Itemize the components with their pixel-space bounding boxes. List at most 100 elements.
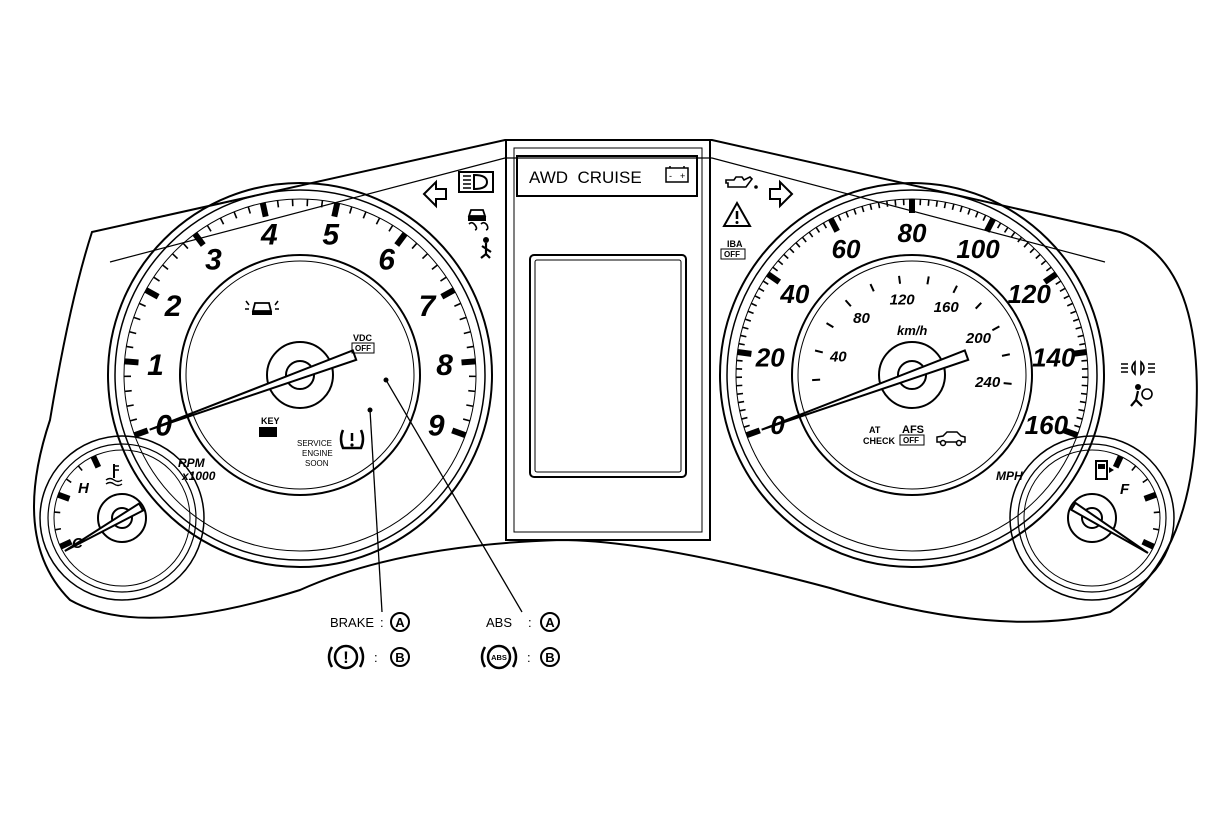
- svg-text:AFS: AFS: [902, 424, 924, 436]
- svg-text:OFF: OFF: [724, 250, 740, 259]
- speed-tick: [885, 200, 889, 207]
- seatbelt-icon: [480, 237, 492, 259]
- speed-tick: [750, 302, 758, 307]
- tach-tick: [466, 404, 474, 408]
- battery-icon: - +: [665, 166, 689, 183]
- tach-tick: [375, 217, 381, 225]
- svg-text:ABS: ABS: [491, 653, 507, 662]
- abs-leader-line: [385, 379, 523, 613]
- fuel-tick: [1143, 491, 1157, 502]
- speed-tick: [822, 222, 828, 229]
- mph-number: 80: [898, 218, 927, 248]
- speed-tick: [974, 211, 979, 218]
- mph-number: 40: [779, 279, 809, 309]
- temp-hot-label: H: [78, 480, 90, 497]
- brake-callout: BRAKE : A ! : B: [327, 612, 410, 670]
- kmh-tick: [974, 302, 982, 310]
- speed-tick: [1078, 408, 1085, 412]
- mph-number: 20: [755, 342, 785, 372]
- speed-tick: [894, 199, 897, 206]
- tach-tick: [451, 427, 467, 439]
- iba-off-indicator: IBA OFF: [720, 239, 746, 260]
- center-display-panel: AWD CRUISE - +: [505, 139, 711, 541]
- svg-text::: :: [528, 615, 532, 630]
- afs-off-indicator: AFS OFF: [899, 424, 925, 446]
- tach-tick: [171, 253, 179, 260]
- speed-tick: [1035, 253, 1041, 260]
- speed-tick: [1063, 427, 1079, 439]
- tach-tick: [206, 224, 212, 232]
- speed-tick: [740, 334, 747, 338]
- top-display-window: [516, 155, 698, 197]
- tach-tick: [454, 302, 462, 307]
- speedo-hub: [878, 341, 946, 409]
- tach-tick: [468, 389, 476, 393]
- speed-tick: [772, 266, 779, 272]
- svg-text:OFF: OFF: [903, 436, 919, 445]
- temp-tick: [57, 491, 71, 502]
- tach-tick: [144, 287, 160, 300]
- speed-tick: [927, 199, 930, 206]
- speed-tick: [869, 203, 873, 211]
- tach-number: 6: [378, 244, 395, 277]
- kmh-number: 80: [853, 310, 870, 327]
- tach-tick: [440, 276, 447, 282]
- svg-text:+: +: [680, 171, 685, 181]
- tach-tick: [133, 427, 149, 439]
- tach-number: 1: [147, 349, 164, 382]
- at-check-indicator: AT CHECK: [863, 425, 896, 446]
- fuel-tick: [1131, 465, 1137, 472]
- tire-pressure-icon: [339, 429, 365, 450]
- tach-tick: [129, 418, 138, 422]
- service-engine-soon-indicator: SERVICE ENGINE SOON: [297, 439, 333, 468]
- kmh-tick: [826, 322, 834, 329]
- brake-marker-a: A: [395, 615, 405, 630]
- speed-tick: [1023, 242, 1029, 248]
- speed-tick: [754, 295, 761, 300]
- speed-tick: [951, 203, 955, 211]
- tach-tick: [440, 287, 456, 300]
- temperature-needle: [64, 502, 145, 552]
- speed-tick: [766, 271, 782, 285]
- speedometer-needle: [761, 349, 970, 431]
- kmh-number: 240: [974, 374, 1001, 391]
- tach-number: 0: [155, 410, 172, 443]
- mph-unit-label: MPH: [996, 469, 1023, 483]
- svg-text:OFF: OFF: [355, 344, 371, 353]
- speed-tick: [1072, 349, 1087, 357]
- speed-tick: [845, 211, 850, 218]
- svg-text:VDC: VDC: [353, 333, 373, 343]
- tach-tick: [276, 200, 280, 208]
- tach-number: 3: [205, 244, 222, 277]
- tach-number: 8: [436, 349, 453, 382]
- speed-tick: [967, 208, 971, 215]
- speed-tick: [996, 222, 1002, 229]
- fuel-gauge: F: [1009, 435, 1175, 601]
- speed-tick: [1042, 271, 1058, 285]
- kmh-number: 40: [829, 348, 847, 365]
- brake-leader-line: [369, 409, 383, 613]
- tach-tick: [331, 202, 341, 218]
- tach-tick: [362, 211, 367, 219]
- speed-tick: [935, 200, 939, 207]
- tach-tick: [463, 330, 471, 335]
- svg-text:KEY: KEY: [261, 416, 280, 426]
- tach-tick: [126, 345, 134, 349]
- speed-tick: [837, 214, 842, 221]
- mph-number: 120: [1007, 279, 1051, 309]
- speed-tick: [789, 247, 795, 254]
- kmh-tick: [991, 325, 1000, 332]
- svg-text:SERVICE: SERVICE: [297, 439, 332, 448]
- tach-number: 2: [164, 290, 182, 323]
- speed-tick: [984, 217, 996, 233]
- tach-tick: [138, 302, 146, 307]
- tach-tick: [133, 316, 141, 321]
- speed-tick: [1070, 310, 1077, 315]
- tach-tick: [233, 211, 238, 219]
- speed-tick: [1059, 287, 1066, 292]
- left-turn-arrow-icon: [422, 179, 447, 209]
- speed-tick: [795, 242, 801, 248]
- temp-tick: [54, 527, 62, 531]
- speed-tick: [738, 342, 745, 346]
